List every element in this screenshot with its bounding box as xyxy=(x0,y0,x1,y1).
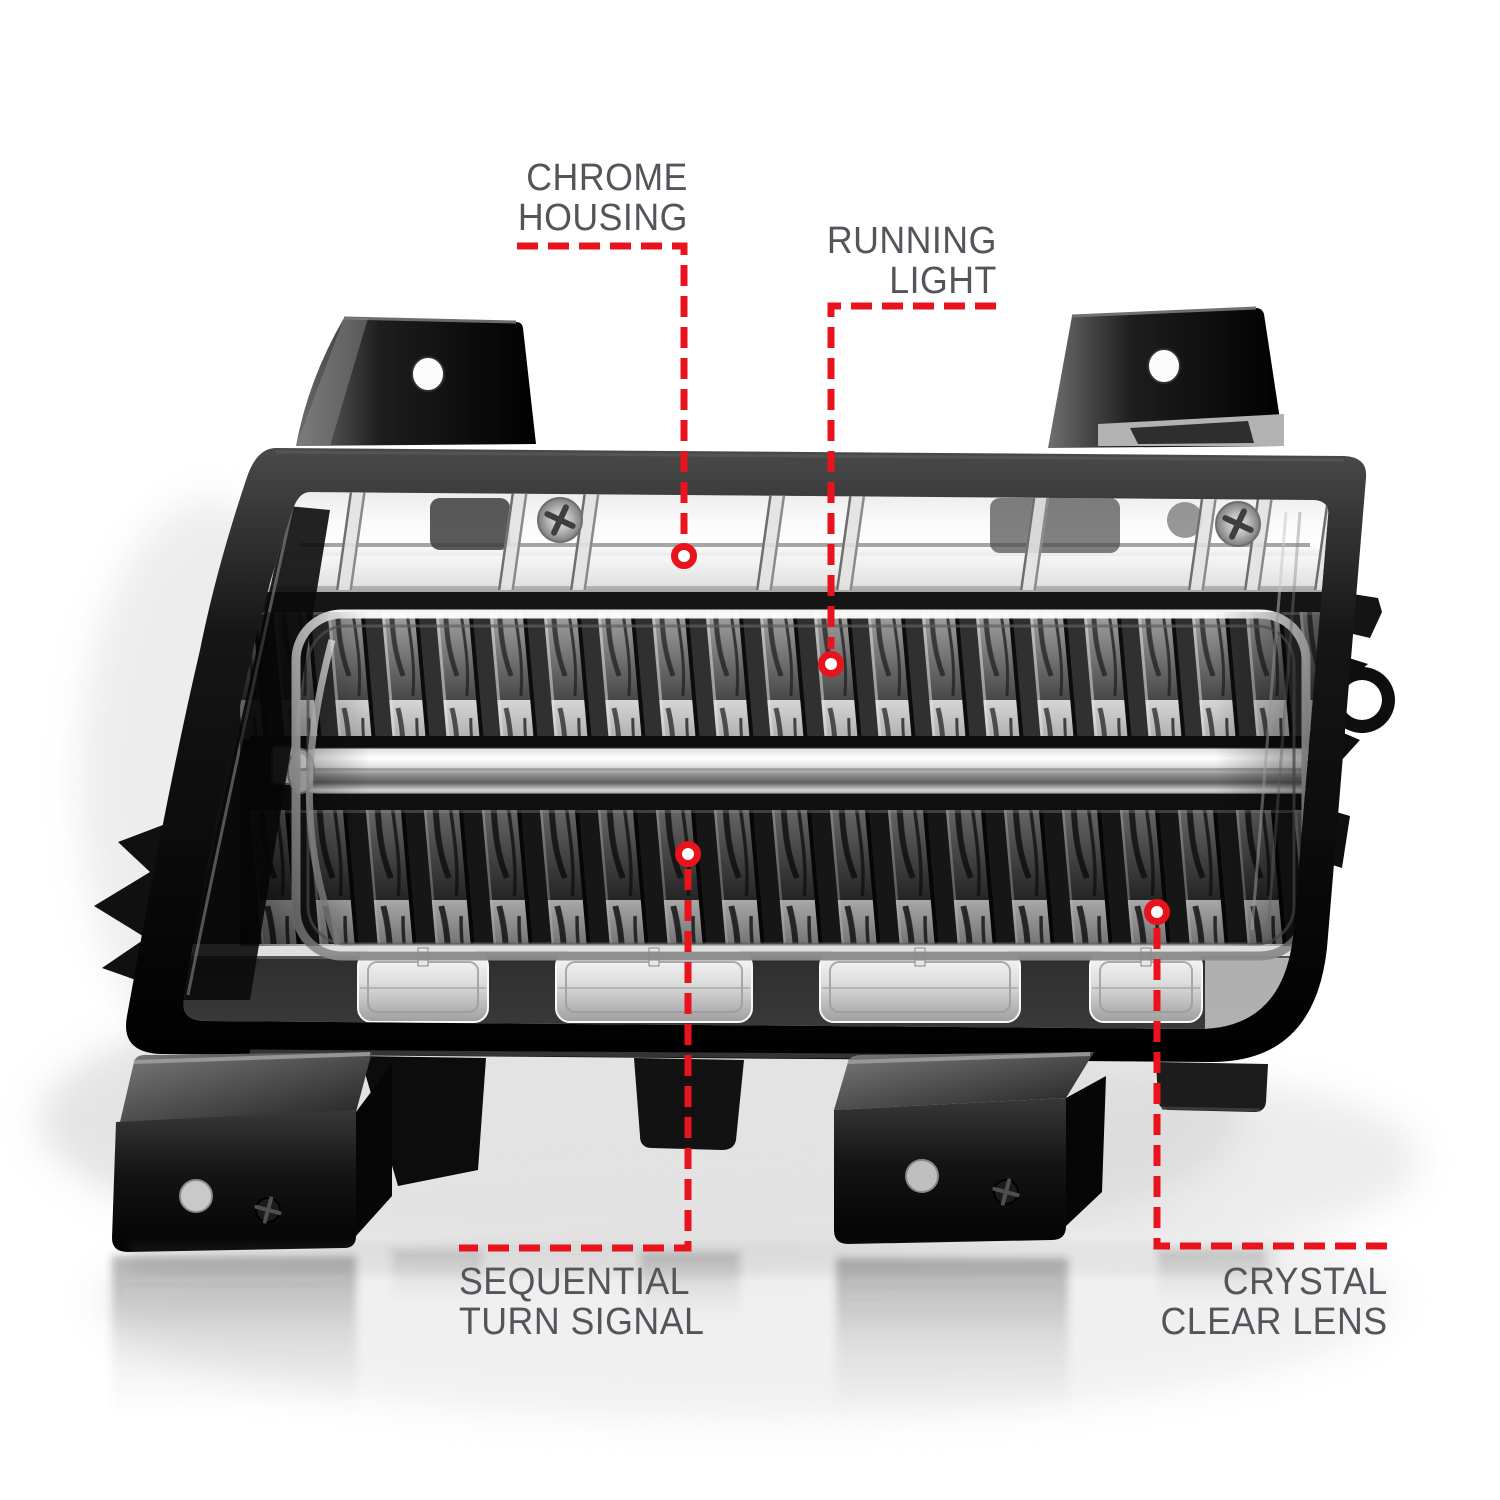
label-running-light: RUNNING LIGHT xyxy=(827,221,997,301)
callout-line-sequential-turn-signal xyxy=(459,869,692,1252)
label-chrome-housing: CHROME HOUSING xyxy=(518,158,688,238)
mounting-bracket-bottom-center xyxy=(834,1052,1106,1244)
label-line: CLEAR LENS xyxy=(1160,1301,1388,1343)
phillips-screw xyxy=(537,497,583,543)
bracket-hole xyxy=(179,1179,213,1213)
callout-line-chrome-housing xyxy=(517,242,688,540)
callout-dot-sequential-turn-signal xyxy=(675,841,701,867)
callout-line-crystal-clear-lens xyxy=(1153,928,1390,1250)
mounting-bracket-top-right xyxy=(1048,306,1284,448)
label-line: TURN SIGNAL xyxy=(459,1301,705,1343)
callout-dot-running-light xyxy=(818,651,844,677)
label-sequential-turn-signal: SEQUENTIAL TURN SIGNAL xyxy=(459,1262,704,1342)
bracket-screw xyxy=(254,1196,282,1224)
label-line: LIGHT xyxy=(889,260,997,302)
mounting-bracket-top-left xyxy=(296,316,536,446)
bracket-screw xyxy=(992,1178,1020,1206)
label-line: CRYSTAL xyxy=(1223,1261,1388,1303)
label-line: SEQUENTIAL xyxy=(459,1261,690,1303)
clear-top-strip xyxy=(183,492,1329,592)
turn-signal-slats xyxy=(240,810,1329,946)
label-line: HOUSING xyxy=(517,197,688,239)
floor-reflection xyxy=(112,1242,1280,1418)
bracket-hole xyxy=(905,1159,939,1193)
lens-assembly xyxy=(183,492,1329,1030)
label-line: RUNNING xyxy=(827,220,997,262)
led-light-bar xyxy=(250,736,1329,810)
bracket-hole xyxy=(411,356,445,392)
running-light-slats xyxy=(240,612,1329,740)
bottom-right-tab xyxy=(1156,1062,1268,1112)
label-crystal-clear-lens: CRYSTAL CLEAR LENS xyxy=(1161,1262,1388,1342)
phillips-screw xyxy=(1215,501,1261,547)
lens-divider-posts xyxy=(335,492,1329,590)
callout-dot-crystal-clear-lens xyxy=(1144,899,1170,925)
clip-ring-hole xyxy=(1342,680,1382,720)
mounting-bracket-bottom-left xyxy=(112,1052,486,1252)
bracket-hole xyxy=(1147,348,1181,384)
label-line: CHROME xyxy=(526,157,688,199)
callout-dot-chrome-housing xyxy=(671,543,697,569)
callout-line-running-light xyxy=(827,302,996,649)
